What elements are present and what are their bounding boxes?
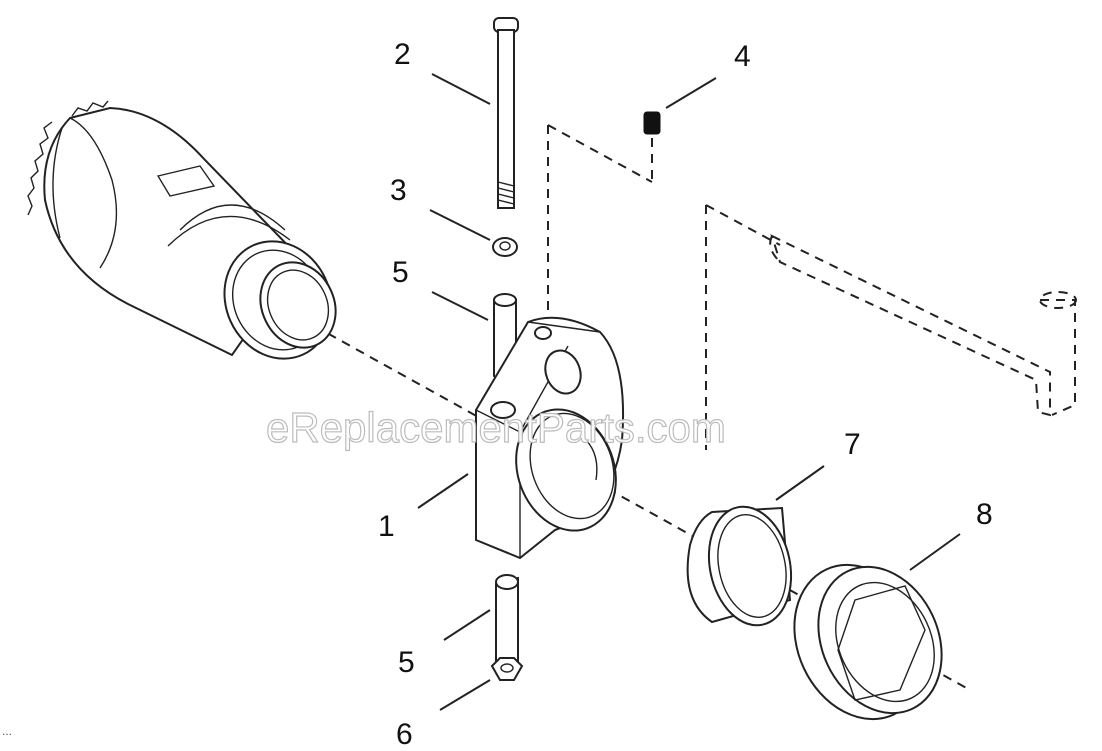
- callout-8: 8: [976, 498, 993, 531]
- callout-4: 4: [734, 40, 751, 73]
- part-4-set-screw: [643, 111, 661, 135]
- callout-3: 3: [390, 174, 407, 207]
- callout-5-upper: 5: [392, 256, 409, 289]
- part-1-clamp-block: [475, 316, 625, 560]
- leader-lines: [417, 73, 961, 711]
- callout-6: 6: [396, 718, 413, 751]
- offset-handle: [769, 234, 1077, 417]
- part-6-nut: [490, 657, 524, 681]
- part-2-screw: [493, 17, 519, 209]
- callout-7: 7: [844, 428, 861, 461]
- spindle-body: [27, 100, 337, 360]
- part-8-knurled-ring: [793, 563, 943, 721]
- callout-1: 1: [378, 510, 395, 543]
- callout-2: 2: [394, 38, 411, 71]
- callout-5-lower: 5: [398, 646, 415, 679]
- part-3-nut: [492, 237, 518, 257]
- part-7-sleeve: [686, 505, 793, 627]
- assembly-centerlines: [299, 124, 971, 691]
- part-5-lower-pin: [495, 574, 519, 663]
- corner-mark: ...: [2, 724, 13, 738]
- watermark: eReplacementParts.com: [265, 403, 726, 451]
